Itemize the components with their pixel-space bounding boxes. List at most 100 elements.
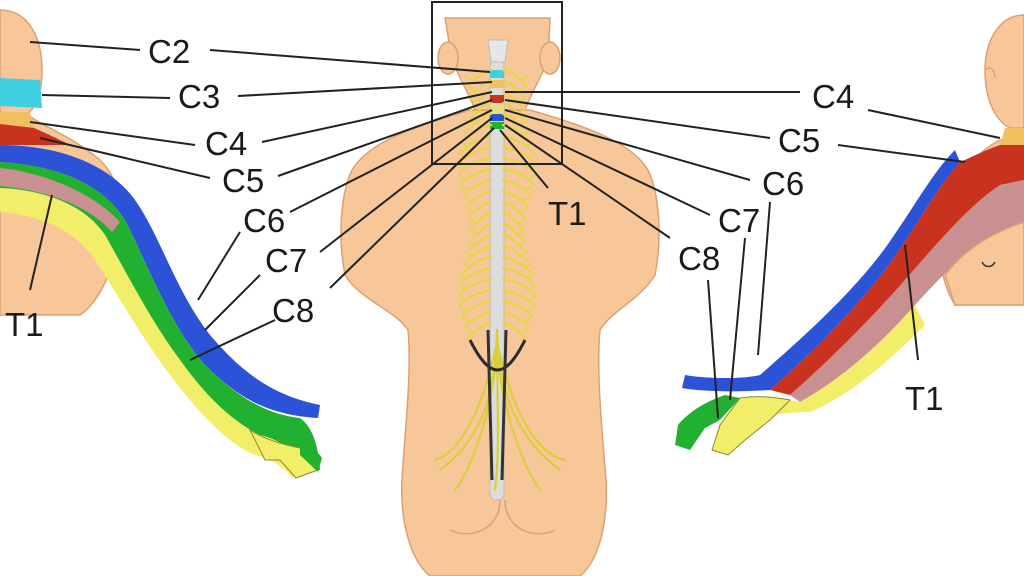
right-ear — [539, 41, 561, 75]
label-right-c8: C8 — [678, 240, 720, 277]
left-c7-band — [0, 162, 320, 470]
nerve-root — [501, 255, 526, 269]
nerve-root — [467, 178, 493, 192]
nerve-branch — [466, 207, 476, 219]
nerve-root — [468, 255, 493, 269]
nerve-branch — [523, 317, 533, 329]
neck-inset-frame — [431, 1, 563, 165]
label-right-c6: C6 — [762, 165, 804, 202]
nerve-root — [466, 299, 493, 313]
left-arm-figure — [0, 9, 322, 479]
left-c8-band — [0, 188, 305, 478]
nerve-root — [464, 277, 493, 291]
nerve-root — [464, 288, 493, 302]
nerve-root — [475, 101, 493, 115]
left-c5-band — [0, 124, 70, 145]
right-c4-band — [1000, 128, 1024, 145]
label-right-c7: C7 — [718, 202, 760, 239]
nerve-root — [501, 266, 529, 280]
nerve-root — [501, 321, 522, 335]
label-left-c8: C8 — [272, 292, 314, 329]
leader-lines — [29, 41, 1001, 419]
label-left-c2: C2 — [148, 33, 190, 70]
nerve-root — [473, 200, 493, 214]
nerve-branch — [528, 284, 538, 296]
nerve-branch — [518, 207, 528, 219]
nerve-root — [475, 211, 493, 225]
nerve-branch — [465, 328, 475, 340]
left-c6-band — [0, 145, 320, 418]
nerve-root — [473, 112, 493, 126]
label-left-c3: C3 — [178, 78, 220, 115]
nerve-root — [501, 299, 528, 313]
nerve-root — [469, 310, 493, 324]
right-head — [984, 14, 1024, 129]
nerve-branch — [526, 273, 536, 285]
left-t1-band — [0, 168, 120, 232]
nerve-root — [474, 233, 493, 247]
nerve-root — [475, 222, 493, 236]
nerve-root — [501, 189, 524, 203]
cord-segment-c3 — [490, 70, 504, 78]
nerve-root — [501, 156, 531, 170]
label-left-c6: C6 — [243, 202, 285, 239]
right-hand — [711, 396, 792, 456]
nerve-branch — [520, 251, 530, 263]
nerve-root — [501, 310, 525, 324]
nerve-root — [464, 167, 493, 181]
nerve-root — [470, 189, 493, 203]
nerve-root — [501, 277, 530, 291]
nerve-root — [465, 266, 493, 280]
label-center-t1: T1 — [548, 195, 587, 232]
nerve-branch — [460, 262, 470, 274]
cord-segment-c8 — [490, 122, 504, 129]
nerve-branch — [520, 75, 530, 87]
left-hand — [248, 428, 319, 479]
cord-segment-c5 — [490, 95, 504, 103]
label-left-t1: T1 — [5, 306, 44, 343]
right-hip — [944, 221, 1024, 306]
nerve-branch — [524, 185, 534, 197]
nerve-branch — [464, 251, 474, 263]
right-c7-hand — [675, 395, 740, 450]
nerve-root — [471, 244, 493, 258]
left-c3-band — [0, 78, 42, 108]
nerve-branch — [527, 174, 537, 186]
back-figure — [340, 1, 660, 576]
nerve-branch — [456, 284, 466, 296]
label-right-c5: C5 — [778, 122, 820, 159]
nerve-root — [501, 288, 530, 302]
label-right-t1: T1 — [905, 380, 944, 417]
nerve-root — [501, 233, 520, 247]
nerve-branch — [458, 273, 468, 285]
nerve-root — [501, 178, 527, 192]
labels: C2 C3 C4 C5 C6 C7 C8 T1 T1 C4 C5 C6 C7 C… — [5, 33, 944, 417]
nerve-root — [501, 222, 519, 236]
brain-stem — [487, 39, 509, 63]
cauda-equina — [433, 328, 567, 492]
nerve-root — [472, 68, 493, 82]
nerve-branch — [460, 185, 470, 197]
nerve-branch — [468, 229, 478, 241]
left-c4-band — [0, 112, 34, 128]
nerve-root — [466, 134, 493, 148]
nerve-branch — [527, 152, 537, 164]
nerve-root — [464, 145, 493, 159]
nerve-branch — [457, 295, 466, 307]
nerve-root — [501, 211, 519, 225]
nerve-branch — [468, 108, 478, 120]
nerve-root — [501, 68, 522, 82]
nerve-root — [501, 200, 521, 214]
nerve-root — [501, 112, 521, 126]
label-left-c5: C5 — [222, 162, 264, 199]
nerve-branch — [461, 317, 471, 329]
nerve-branch — [521, 196, 531, 208]
label-left-c4: C4 — [205, 125, 247, 162]
nerve-root — [501, 101, 519, 115]
cord-segment-c6 — [490, 105, 504, 113]
nerve-branch — [526, 306, 536, 318]
nerve-roots — [456, 68, 538, 340]
right-arm-figure — [675, 14, 1024, 456]
left-finger-green — [300, 430, 322, 472]
